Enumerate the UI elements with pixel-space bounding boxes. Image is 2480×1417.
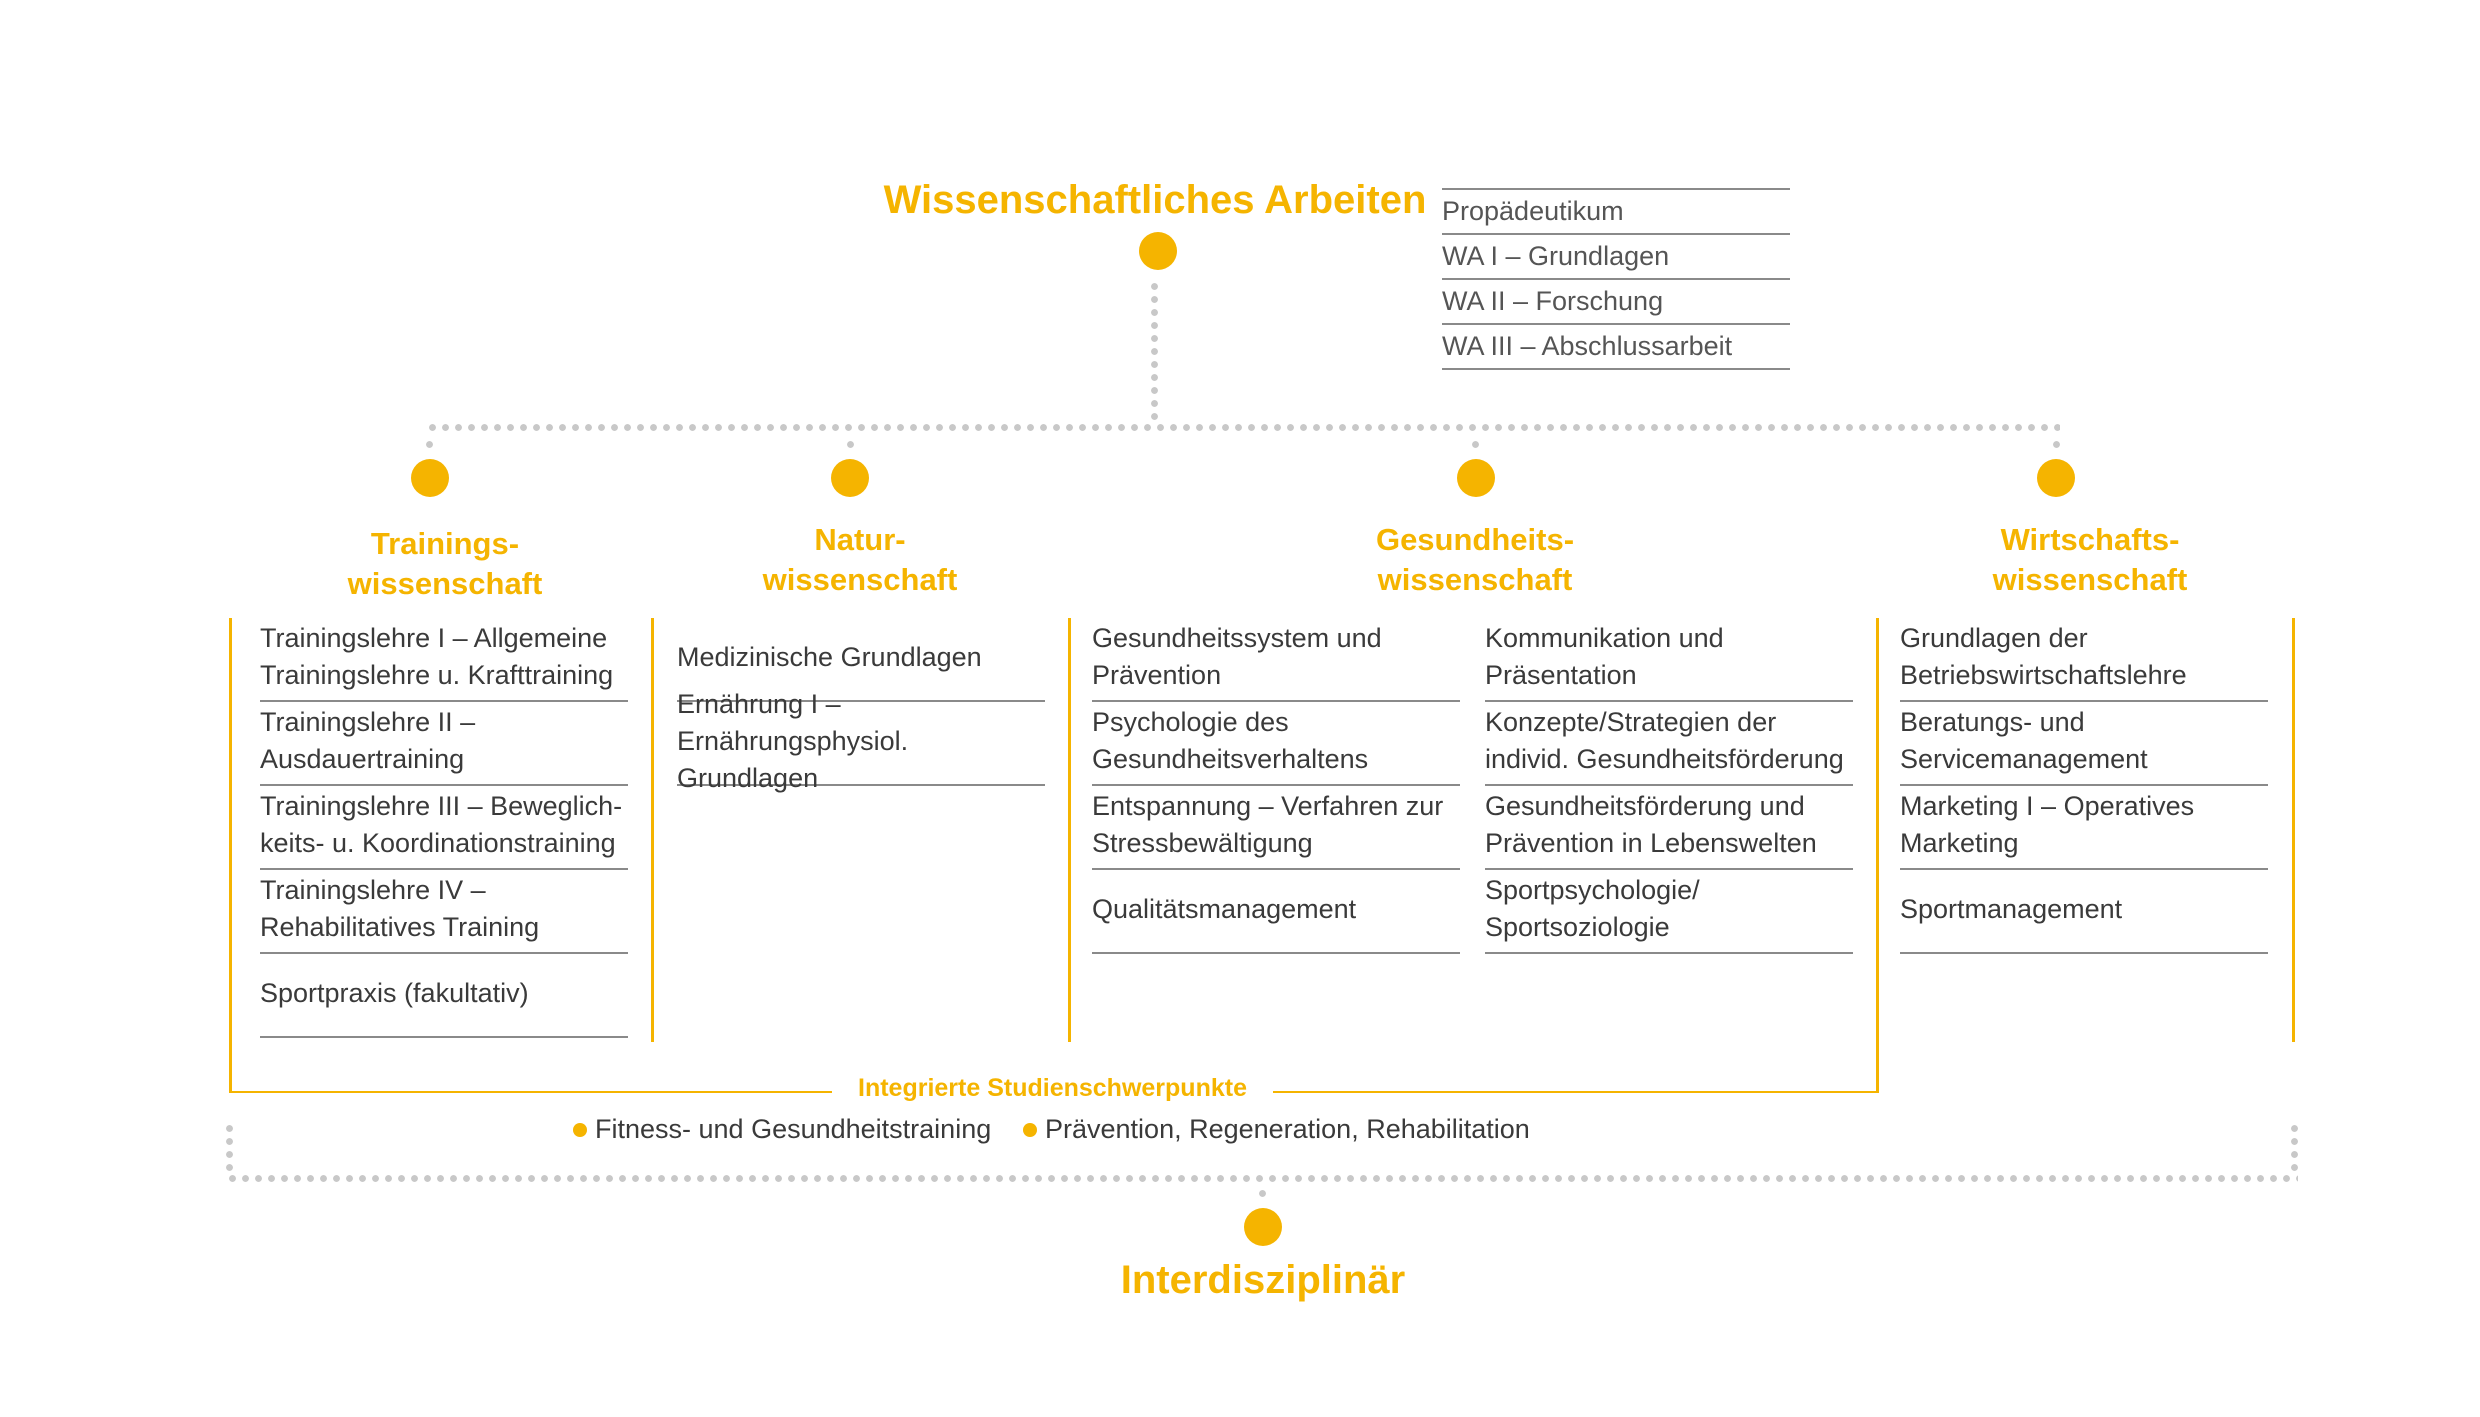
module-item: Marketing I – Operatives Marketing bbox=[1900, 786, 2268, 870]
divider-2 bbox=[651, 618, 654, 1042]
wa-item: WA III – Abschlussarbeit bbox=[1442, 325, 1790, 370]
module-item: Medizinische Grundlagen bbox=[677, 618, 1045, 702]
branch-drop-2 bbox=[847, 438, 854, 452]
bottom-bracket-line bbox=[226, 1175, 2298, 1182]
module-item: Beratungs- und Servicemanagement bbox=[1900, 702, 2268, 786]
module-item: Sportpraxis (fakultativ) bbox=[260, 954, 628, 1038]
module-item: Ernährung I – Ernährungsphysiol. Grundla… bbox=[677, 689, 1045, 793]
bottom-title: Interdisziplinär bbox=[1120, 1258, 1406, 1302]
bottom-connector bbox=[1259, 1187, 1266, 1201]
column-title-wirtschaft: Wirtschafts- wissenschaft bbox=[1940, 520, 2240, 600]
bottom-node bbox=[1244, 1208, 1282, 1246]
bullet-dot bbox=[1023, 1122, 1037, 1137]
branch-drop-4 bbox=[2053, 438, 2060, 452]
divider-5 bbox=[2292, 618, 2295, 1042]
focus-bracket-right bbox=[1876, 1040, 1879, 1092]
column-title-line: wissenschaft bbox=[762, 562, 958, 597]
focus-bracket-line-right bbox=[1273, 1091, 1879, 1093]
divider-3 bbox=[1068, 618, 1071, 1042]
node-wirtschaftswissenschaft bbox=[2037, 459, 2075, 497]
module-item: Trainingslehre I – Allgemeine Trainingsl… bbox=[260, 618, 628, 702]
module-item: Konzepte/Strategien der individ. Gesundh… bbox=[1485, 702, 1853, 786]
node-trainingswissenschaft bbox=[411, 459, 449, 497]
column-title-line: Wirtschafts- bbox=[2000, 522, 2180, 557]
focus-bracket-line-left bbox=[229, 1091, 832, 1093]
focus-item-2: Prävention, Regeneration, Rehabilitation bbox=[1023, 1114, 1530, 1145]
column-title-line: wissenschaft bbox=[1377, 562, 1573, 597]
bottom-bracket-left bbox=[226, 1122, 233, 1176]
wa-item: WA II – Forschung bbox=[1442, 280, 1790, 325]
branch-connector bbox=[426, 424, 2060, 431]
column-title-natur: Natur- wissenschaft bbox=[720, 520, 1000, 600]
module-item: Gesundheitssystem und Prävention bbox=[1092, 618, 1460, 702]
top-connector bbox=[1151, 280, 1158, 420]
wa-list: Propädeutikum WA I – Grundlagen WA II – … bbox=[1442, 188, 1790, 370]
wa-item: Propädeutikum bbox=[1442, 190, 1790, 235]
focus-item-1: Fitness- und Gesundheitstraining bbox=[573, 1114, 991, 1145]
wa-item: WA I – Grundlagen bbox=[1442, 235, 1790, 280]
module-item: Sportpsychologie/ Sportsoziologie bbox=[1485, 870, 1853, 954]
module-item: Trainingslehre IV – Rehabilitatives Trai… bbox=[260, 870, 628, 954]
branch-drop-1 bbox=[426, 438, 433, 452]
divider-1 bbox=[229, 618, 232, 1042]
wirtschaft-list: Grundlagen der Betriebswirtschaftslehre … bbox=[1900, 618, 2268, 954]
module-item: Grundlagen der Betriebswirtschaftslehre bbox=[1900, 618, 2268, 702]
column-title-line: Trainings- bbox=[370, 526, 520, 561]
module-item: Trainingslehre III – Beweglich-keits- u.… bbox=[260, 786, 628, 870]
bottom-bracket-right bbox=[2291, 1122, 2298, 1176]
gesundheit-list-right: Kommunikation und Präsentation Konzepte/… bbox=[1485, 618, 1853, 954]
branch-drop-3 bbox=[1472, 438, 1479, 452]
column-title-line: Gesundheits- bbox=[1375, 522, 1575, 557]
column-title-gesundheit: Gesundheits- wissenschaft bbox=[1325, 520, 1625, 600]
top-title: Wissenschaftliches Arbeiten bbox=[883, 178, 1427, 222]
gesundheit-list-left: Gesundheitssystem und Prävention Psychol… bbox=[1092, 618, 1460, 954]
node-gesundheitswissenschaft bbox=[1457, 459, 1495, 497]
focus-item-label: Prävention, Regeneration, Rehabilitation bbox=[1045, 1114, 1530, 1144]
column-title-line: wissenschaft bbox=[1992, 562, 2188, 597]
focus-item-label: Fitness- und Gesundheitstraining bbox=[595, 1114, 992, 1144]
column-title-trainings: Trainings- wissenschaft bbox=[305, 524, 585, 604]
module-item: Gesundheitsförderung und Prävention in L… bbox=[1485, 786, 1853, 870]
node-naturwissenschaft bbox=[831, 459, 869, 497]
module-item: Psychologie des Gesundheitsverhaltens bbox=[1092, 702, 1460, 786]
module-item: Entspannung – Verfahren zur Stressbewält… bbox=[1092, 786, 1460, 870]
focus-bracket-left bbox=[229, 1040, 232, 1092]
module-item: Qualitätsmanagement bbox=[1092, 870, 1460, 954]
column-title-line: Natur- bbox=[814, 522, 906, 557]
focus-label: Integrierte Studienschwerpunkte bbox=[858, 1074, 1247, 1102]
top-node bbox=[1139, 232, 1177, 270]
divider-4 bbox=[1876, 618, 1879, 1042]
module-item: Trainingslehre II – Ausdauertraining bbox=[260, 702, 628, 786]
module-item: Sportmanagement bbox=[1900, 870, 2268, 954]
natur-list: Medizinische Grundlagen Ernährung I – Er… bbox=[677, 618, 1045, 793]
column-title-line: wissenschaft bbox=[347, 566, 543, 601]
trainings-list: Trainingslehre I – Allgemeine Trainingsl… bbox=[260, 618, 628, 1038]
module-item: Kommunikation und Präsentation bbox=[1485, 618, 1853, 702]
bullet-dot bbox=[573, 1122, 587, 1137]
